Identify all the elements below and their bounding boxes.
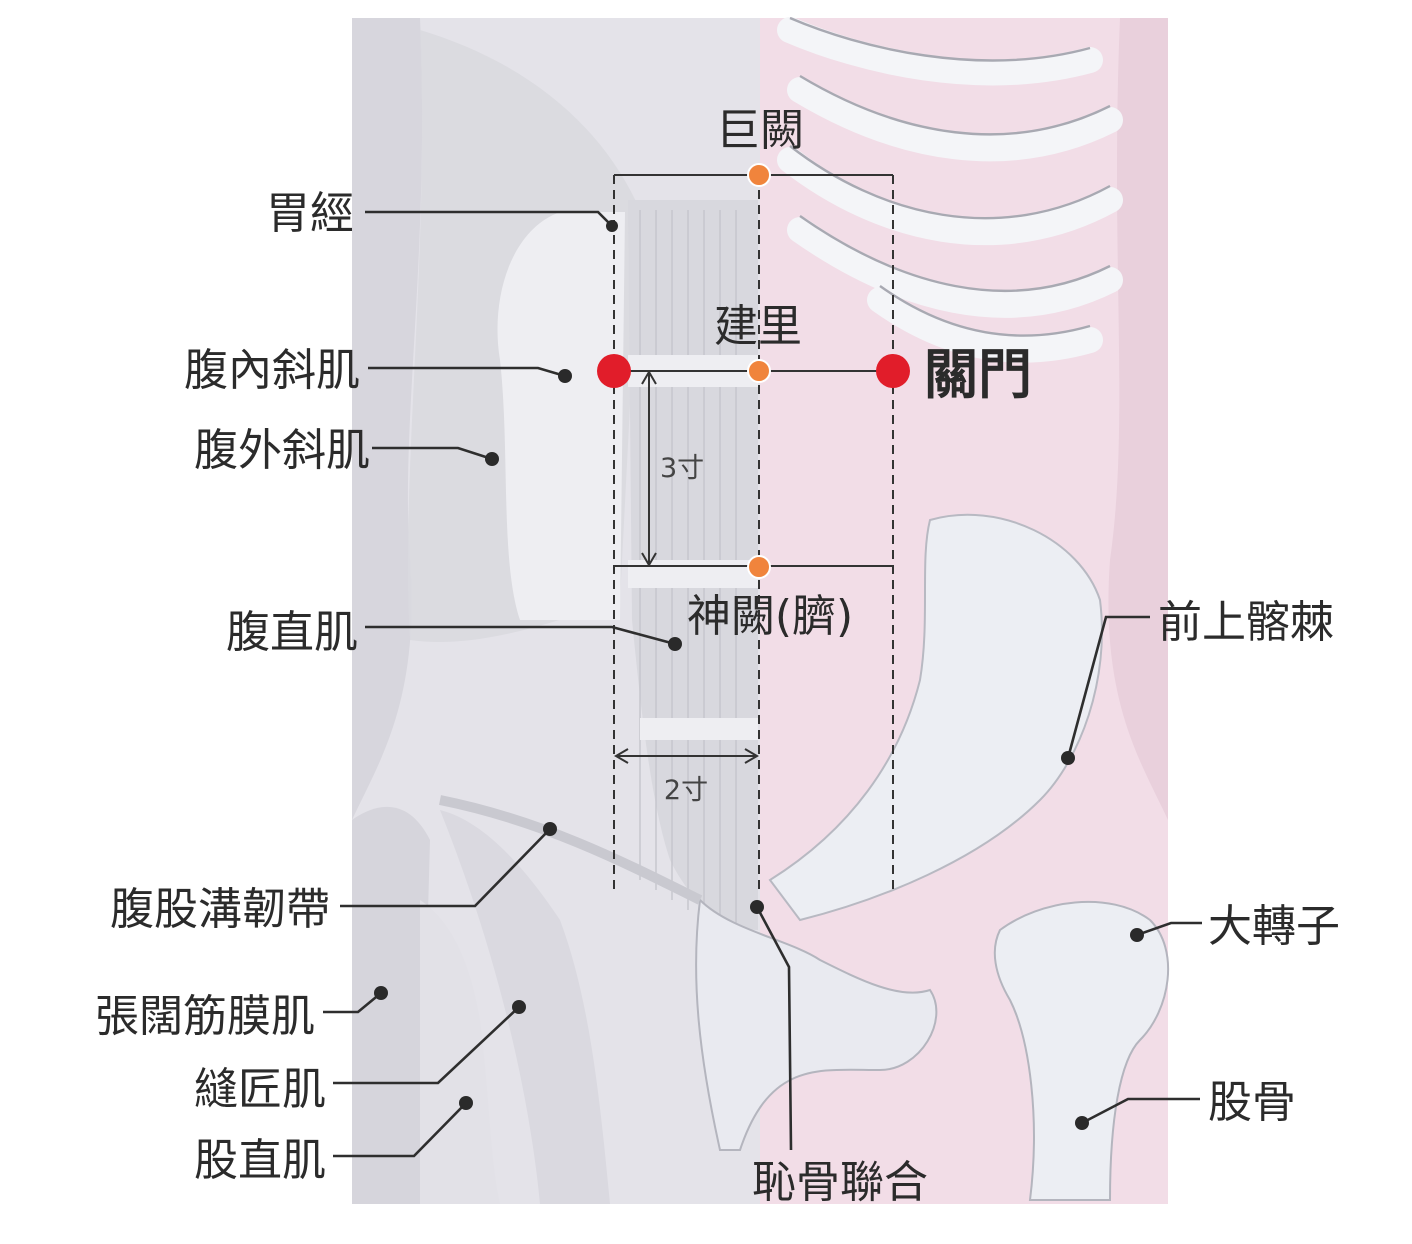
endpoint-inguinal-ligament [543,822,557,836]
label-tensor-fasciae-latae: 張闊筋膜肌 [95,991,315,1042]
ribcage-edges [789,16,1111,337]
label-guanmen: 關門 [924,343,1032,406]
pelvis-ilium [768,513,1103,922]
horizontal-measure-arrow-left [614,748,629,764]
label-vertical-measure: 3寸 [660,453,704,484]
inguinal-ligament [439,795,703,905]
label-jianli: 建里 [714,301,802,352]
tensor-fasciae-latae-muscle [352,806,430,1204]
leader-lines [323,210,1202,1158]
label-femur: 股骨 [1208,1077,1296,1128]
label-shenque: 神闕(臍) [687,591,853,642]
femur-bone [993,900,1170,1201]
acupoints [597,163,910,579]
shenque-point [747,555,771,579]
left-labels: 胃經 腹內斜肌 腹外斜肌 腹直肌 腹股溝韌帶 張闊筋膜肌 縫匠肌 股直肌 [95,188,370,1186]
vertical-measure-arrow-top [641,370,657,385]
guanmen-point-right [876,354,910,388]
right-labels: 前上髂棘 大轉子 股骨 [1158,597,1340,1128]
label-horizontal-measure: 2寸 [664,775,708,806]
endpoint-internal-oblique [558,369,572,383]
endpoint-sartorius [512,1000,526,1014]
juque-point [747,163,771,187]
jianli-point [747,359,771,383]
label-pubic-symphysis: 恥骨聯合 [752,1157,928,1208]
label-rectus-femoris: 股直肌 [194,1135,326,1186]
endpoint-asis [1061,751,1075,765]
label-sartorius: 縫匠肌 [194,1064,326,1115]
guanmen-point-left [597,354,631,388]
point-labels: 巨闕 建里 神闕(臍) 關門 3寸 2寸 [660,105,1032,806]
leader-sartorius [333,1006,520,1085]
horizontal-measure-arrow-right [744,748,759,764]
label-juque: 巨闕 [716,105,804,156]
leader-greater-trochanter [1136,921,1202,937]
leader-external-oblique [372,446,493,461]
leader-endpoints [374,220,1144,1130]
pubic-bone [695,897,938,1151]
label-rectus-abdominis: 腹直肌 [226,607,358,658]
internal-oblique-muscle [497,212,625,620]
endpoint-stomach-meridian [606,220,618,232]
leader-rectus-abdominis [365,625,676,646]
label-greater-trochanter: 大轉子 [1208,901,1340,952]
label-asis: 前上髂棘 [1158,597,1334,648]
endpoint-rectus-femoris [459,1096,473,1110]
endpoint-tensor-fasciae [374,986,388,1000]
right-flank [1108,18,1168,820]
leader-asis [1066,615,1150,759]
leader-pubic-symphysis [755,906,793,1151]
endpoint-pubic-symphysis [750,900,764,914]
endpoint-rectus-abdominis [668,637,682,651]
endpoint-femur [1075,1116,1089,1130]
label-stomach-meridian: 胃經 [266,188,354,239]
ribcage [777,17,1123,363]
leader-inguinal-ligament [340,828,551,908]
left-flank [352,18,423,820]
leader-tensor-fasciae [323,991,382,1014]
leader-rectus-femoris [333,1102,467,1158]
endpoint-greater-trochanter [1130,928,1144,942]
label-external-oblique: 腹外斜肌 [194,425,370,476]
leader-internal-oblique [368,366,566,378]
label-internal-oblique: 腹內斜肌 [184,345,360,396]
leader-stomach-meridian [365,210,613,227]
label-inguinal-ligament: 腹股溝韌帶 [110,884,330,935]
leader-femur [1081,1097,1200,1125]
vertical-measure-arrow-bottom [641,552,657,567]
endpoint-external-oblique [485,452,499,466]
bottom-labels: 恥骨聯合 [752,1157,928,1208]
